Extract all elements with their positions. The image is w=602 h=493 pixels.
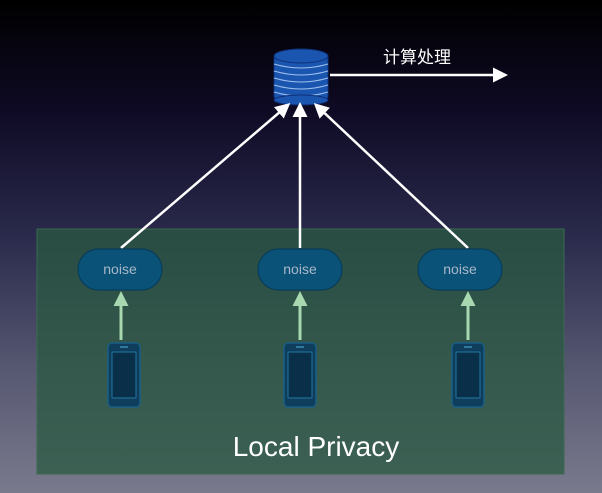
noise-to-server-arrow xyxy=(313,102,469,249)
local-privacy-label: Local Privacy xyxy=(233,431,400,462)
smartphone-icon xyxy=(451,342,485,408)
noise-label: noise xyxy=(443,261,477,277)
noise-node: noise xyxy=(417,248,503,291)
noise-node: noise xyxy=(77,248,163,291)
smartphone-icon xyxy=(283,342,317,408)
noise-label: noise xyxy=(283,261,317,277)
database-icon xyxy=(273,48,329,106)
noise-node: noise xyxy=(257,248,343,291)
smartphone-icon xyxy=(107,342,141,408)
output-label: 计算处理 xyxy=(383,48,451,67)
noise-label: noise xyxy=(103,261,137,277)
noise-to-server-arrow xyxy=(120,103,291,249)
